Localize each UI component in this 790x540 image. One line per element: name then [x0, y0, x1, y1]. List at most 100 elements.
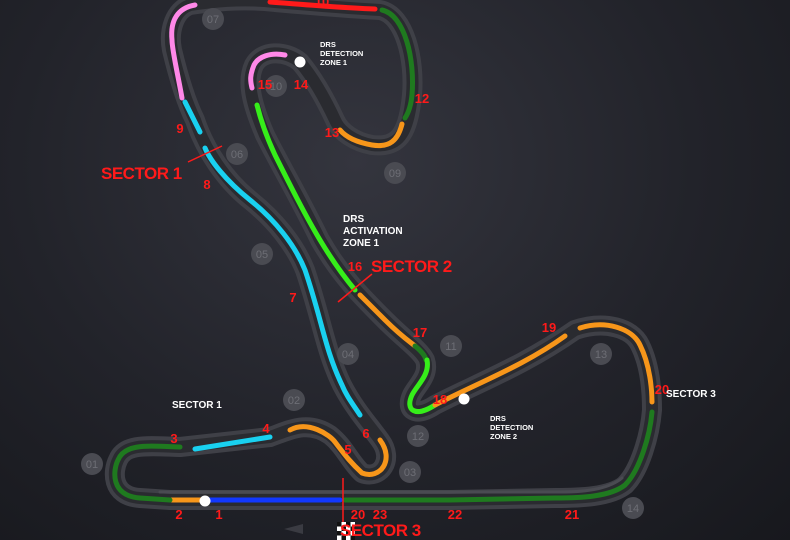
svg-text:DETECTION: DETECTION [320, 49, 363, 58]
segment-green-bright [407, 357, 438, 414]
svg-text:10: 10 [270, 81, 282, 93]
segment-orange [337, 121, 405, 149]
segment-pink [169, 2, 198, 101]
svg-text:11: 11 [445, 341, 456, 353]
marshal-post: 12 [407, 425, 429, 447]
segment-pink [248, 51, 288, 91]
svg-text:06: 06 [231, 149, 243, 161]
marshal-post: 09 [384, 162, 406, 184]
sector-3-white-label: SECTOR 3 [666, 389, 716, 400]
sector-1-white-label: SECTOR 1 [172, 400, 222, 411]
drs-detection-zone-2-label: DRS DETECTION ZONE 2 [490, 414, 533, 441]
corner-numbers: 1 2 3 4 5 6 7 8 9 10 12 13 14 15 16 17 1… [170, 0, 669, 522]
marshal-post: 14 [622, 497, 644, 519]
segment-orange [287, 424, 389, 477]
marshal-post: 01 [81, 453, 103, 475]
marshal-post: 10 [265, 75, 287, 97]
svg-text:09: 09 [389, 168, 401, 180]
svg-text:DRS: DRS [490, 414, 506, 423]
segment-orange [577, 322, 655, 405]
svg-text:13: 13 [595, 349, 607, 361]
svg-text:12: 12 [412, 431, 424, 443]
sector-1-boundary-line [187, 145, 223, 163]
corner-number: 18 [433, 392, 447, 407]
segment-green-bright [254, 102, 358, 293]
sector-1-label: SECTOR 1 [101, 164, 182, 183]
sector-2-label: SECTOR 2 [371, 257, 452, 276]
corner-number: 13 [325, 125, 339, 140]
marshal-post: 13 [590, 343, 612, 365]
corner-number: 7 [289, 290, 296, 305]
sector-3-label: SECTOR 3 [340, 521, 421, 540]
segment-cyan [182, 99, 203, 135]
track-outline [104, 0, 662, 510]
marshal-post: 11 [440, 335, 462, 357]
corner-number: 9 [176, 121, 183, 136]
markers [199, 56, 470, 507]
start-line-marker [199, 495, 211, 507]
corner-number: 5 [344, 442, 351, 457]
svg-text:DETECTION: DETECTION [490, 423, 533, 432]
segment-orange [432, 333, 568, 408]
corner-number: 15 [258, 77, 272, 92]
direction-arrow-icon [284, 524, 303, 534]
corner-number: 21 [565, 507, 579, 522]
svg-text:ZONE 1: ZONE 1 [343, 238, 380, 249]
svg-text:05: 05 [256, 249, 268, 261]
corner-number: 16 [348, 259, 362, 274]
drs-detection-2-marker [458, 393, 470, 405]
sector-lines [187, 145, 373, 522]
corner-number: 10 [315, 0, 329, 9]
marshal-post: 06 [226, 143, 248, 165]
corner-number: 2 [175, 507, 182, 522]
corner-number: 14 [294, 77, 309, 92]
svg-text:03: 03 [404, 467, 416, 479]
corner-number: 22 [448, 507, 462, 522]
drs-activation-zone-1-label: DRS ACTIVATION ZONE 1 [343, 214, 403, 249]
segment-cyan [202, 145, 363, 418]
svg-text:ACTIVATION: ACTIVATION [343, 226, 403, 237]
segment-green-dark [342, 409, 655, 503]
svg-text:02: 02 [288, 395, 300, 407]
segment-green-dark [112, 443, 183, 503]
marshal-post: 05 [251, 243, 273, 265]
corner-number: 3 [170, 431, 177, 446]
segment-orange [357, 292, 418, 349]
corner-number: 20 [655, 382, 669, 397]
svg-text:DRS: DRS [320, 40, 336, 49]
marshal-post: 03 [399, 461, 421, 483]
svg-text:14: 14 [627, 503, 639, 515]
segment-green-dark [379, 7, 415, 121]
corner-number: 1 [215, 507, 222, 522]
pit-lane [158, 476, 624, 494]
marshal-post: 07 [202, 8, 224, 30]
corner-number: 8 [203, 177, 210, 192]
sector-labels: SECTOR 1 SECTOR 2 SECTOR 3 [101, 164, 452, 540]
segment-red [267, 0, 378, 12]
drs-detection-1-marker [294, 56, 306, 68]
marshal-post: 02 [283, 389, 305, 411]
svg-text:04: 04 [342, 349, 354, 361]
corner-number: 20 [351, 507, 365, 522]
corner-number: 23 [373, 507, 387, 522]
svg-text:07: 07 [207, 14, 219, 26]
checkered-flag-icon [337, 522, 355, 540]
track-segments [112, 0, 655, 503]
corner-number: 17 [413, 325, 427, 340]
corner-number: 6 [362, 426, 369, 441]
sector-2-boundary-line [337, 273, 373, 303]
corner-number: 19 [542, 320, 556, 335]
marshal-post: 04 [337, 343, 359, 365]
corner-number: 4 [262, 421, 270, 436]
corner-number: 12 [415, 91, 429, 106]
svg-text:ZONE 2: ZONE 2 [490, 432, 517, 441]
drs-detection-zone-1-label: DRS DETECTION ZONE 1 [320, 40, 363, 67]
track-surface [108, 0, 658, 506]
svg-text:01: 01 [86, 459, 98, 471]
svg-text:ZONE 1: ZONE 1 [320, 58, 347, 67]
segment-cyan [192, 434, 273, 452]
track-base [104, 0, 662, 510]
svg-text:DRS: DRS [343, 214, 364, 225]
marshal-posts: 01 02 03 04 05 06 07 09 10 11 12 13 14 [81, 8, 644, 519]
